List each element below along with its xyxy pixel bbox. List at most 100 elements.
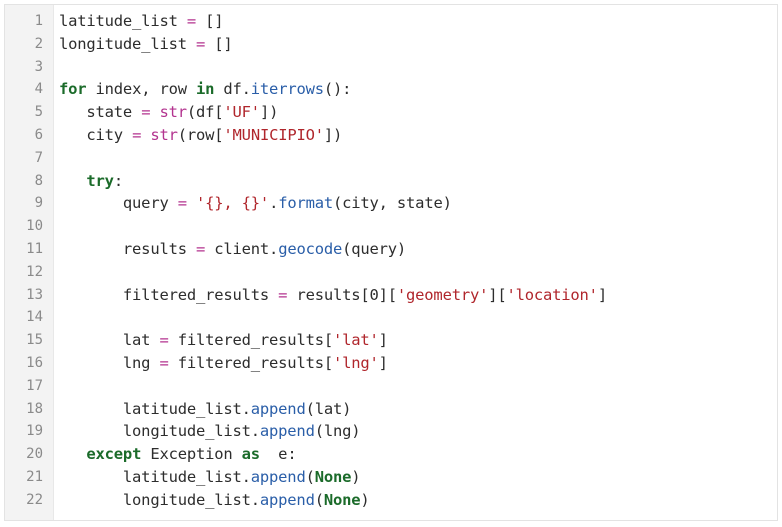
- code-text: latitude_list = []: [59, 10, 224, 33]
- code-token: =: [177, 194, 187, 213]
- code-token: 'MUNICIPIO': [223, 125, 324, 144]
- code-token: =: [141, 103, 151, 122]
- line-number: 17: [26, 377, 43, 394]
- code-token: results: [59, 239, 196, 258]
- code-line: 11 results = client.geocode(query): [5, 238, 777, 261]
- code-token: city: [59, 125, 133, 144]
- code-token: =: [278, 285, 288, 304]
- code-line: 1 latitude_list = []: [5, 10, 777, 33]
- code-token: [59, 172, 86, 190]
- line-number: 20: [26, 446, 43, 463]
- code-line: 6 city = str(row['MUNICIPIO']): [5, 124, 777, 147]
- code-line: 7: [5, 147, 777, 170]
- code-token: (lat): [305, 399, 352, 418]
- code-token: (city, state): [333, 194, 452, 213]
- line-number: 8: [34, 172, 43, 189]
- code-token: :: [113, 171, 123, 190]
- code-token: (df[: [186, 103, 224, 122]
- code-token: append: [259, 422, 315, 441]
- code-token: longitude_list.: [59, 490, 260, 509]
- code-token: [187, 194, 196, 212]
- code-token: =: [132, 125, 142, 144]
- line-number: 14: [26, 309, 43, 326]
- code-text: lng = filtered_results['lng']: [59, 352, 388, 375]
- code-token: ): [351, 467, 361, 486]
- code-token: 'UF': [223, 103, 260, 122]
- line-number: 15: [26, 332, 43, 349]
- code-text: longitude_list.append(None): [59, 489, 370, 512]
- code-token: for: [59, 80, 87, 99]
- line-number: 1: [34, 13, 43, 29]
- code-token: (: [314, 490, 324, 509]
- code-token: latitude_list.: [59, 399, 251, 418]
- code-text: for index, row in df.iterrows():: [59, 78, 351, 101]
- code-token: (query): [342, 239, 407, 258]
- code-line: 9 query = '{}, {}'.format(city, state): [5, 192, 777, 215]
- line-number: 18: [26, 400, 43, 417]
- code-text: filtered_results = results[0]['geometry'…: [59, 284, 607, 307]
- code-text: latitude_list.append(None): [59, 466, 361, 489]
- line-number: 7: [34, 149, 43, 166]
- code-text: try:: [59, 170, 123, 193]
- code-text: query = '{}, {}'.format(city, state): [59, 192, 452, 215]
- code-text: city = str(row['MUNICIPIO']): [59, 124, 342, 147]
- code-token: in: [196, 80, 215, 99]
- line-number: 10: [26, 218, 43, 235]
- code-token: query: [59, 194, 178, 213]
- code-token: filtered_results[: [168, 353, 333, 372]
- code-token: index, row: [86, 80, 196, 99]
- code-token: ][: [488, 285, 507, 304]
- line-number: 13: [26, 286, 43, 303]
- code-line: 13 filtered_results = results[0]['geomet…: [5, 284, 777, 307]
- code-token: ]): [259, 103, 279, 122]
- code-token: client.: [205, 239, 279, 258]
- line-number: 9: [34, 195, 43, 212]
- code-token: e:: [259, 445, 297, 464]
- code-token: append: [250, 467, 306, 486]
- code-line: 3: [5, 56, 777, 79]
- code-token: longitude_list: [59, 34, 196, 53]
- code-token: [59, 445, 86, 463]
- line-number: 3: [34, 58, 43, 75]
- code-line: 10: [5, 215, 777, 238]
- code-token: longitude_list.: [59, 422, 260, 441]
- code-token: lat: [59, 331, 160, 350]
- code-line: 5 state = str(df['UF']): [5, 101, 777, 124]
- code-token: filtered_results[: [168, 331, 333, 350]
- line-number: 11: [26, 240, 43, 257]
- code-text: longitude_list.append(lng): [59, 420, 361, 443]
- code-token: 'geometry': [396, 285, 489, 304]
- code-text: except Exception as e:: [59, 443, 296, 466]
- code-token: df.: [214, 80, 251, 99]
- code-token: as: [241, 445, 260, 464]
- code-token: .: [269, 194, 279, 213]
- code-line: 20 except Exception as e:: [5, 443, 777, 466]
- code-token: (lng): [314, 422, 361, 441]
- code-line: 21 latitude_list.append(None): [5, 466, 777, 489]
- code-token: iterrows: [250, 80, 324, 99]
- code-line: 18 latitude_list.append(lat): [5, 398, 777, 421]
- code-text: lat = filtered_results['lat']: [59, 329, 388, 352]
- code-line: 17: [5, 375, 777, 398]
- code-token: ]: [597, 285, 607, 304]
- code-token: None: [314, 467, 352, 486]
- code-token: =: [195, 34, 206, 53]
- code-token: ():: [323, 80, 352, 99]
- line-number: 6: [34, 126, 43, 143]
- code-line: 16 lng = filtered_results['lng']: [5, 352, 777, 375]
- code-token: geocode: [278, 239, 343, 258]
- code-token: latitude_list: [59, 12, 187, 30]
- code-token: =: [159, 331, 169, 350]
- line-number: 21: [26, 468, 43, 485]
- code-token: ]: [378, 353, 388, 372]
- line-number: 16: [26, 354, 43, 371]
- code-token: lng: [59, 353, 160, 372]
- code-token: ): [360, 490, 370, 509]
- code-token: (row[: [177, 125, 224, 144]
- code-token: str: [150, 125, 178, 144]
- code-token: filtered_results: [59, 285, 279, 304]
